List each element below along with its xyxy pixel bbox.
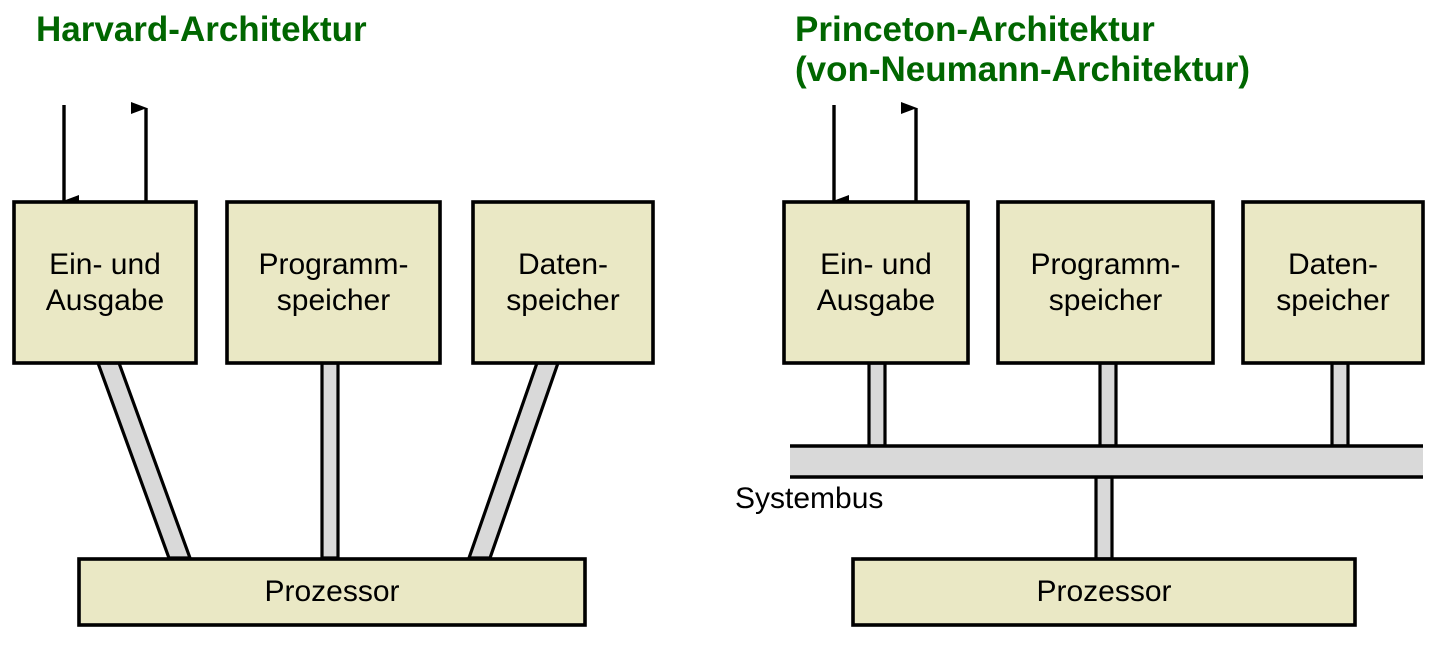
bus-io-left — [95, 361, 193, 560]
bus-stub-io-right — [867, 361, 887, 448]
bus-stub-program-right — [1098, 361, 1118, 448]
box-io-left — [12, 200, 198, 365]
box-data-left — [471, 200, 655, 365]
princeton-title-line2: (von-Neumann-Architektur) — [795, 50, 1251, 89]
box-program-left — [225, 200, 442, 365]
box-program-right — [996, 200, 1215, 365]
harvard-title: Harvard-Architektur — [36, 10, 367, 49]
box-io-right — [782, 200, 970, 365]
box-processor-right — [851, 557, 1357, 627]
bus-stub-data-right — [1330, 361, 1350, 448]
systembus-bar — [790, 444, 1423, 479]
princeton-title-line1: Princeton-Architektur — [795, 10, 1155, 49]
bus-program-left — [320, 361, 340, 560]
box-processor-left — [77, 557, 587, 627]
systembus-label: Systembus — [735, 482, 884, 515]
box-data-right — [1241, 200, 1425, 365]
bus-stub-processor-right — [1094, 475, 1114, 561]
bus-data-left — [466, 361, 561, 560]
